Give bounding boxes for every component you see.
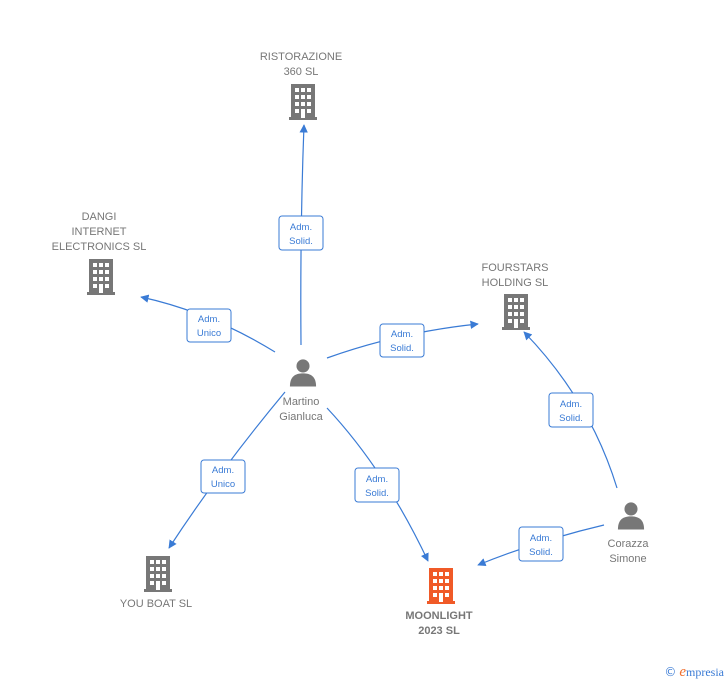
svg-text:Adm.: Adm. xyxy=(530,533,552,544)
svg-text:Adm.: Adm. xyxy=(366,474,388,485)
node-label: HOLDING SL xyxy=(482,277,549,289)
edge-label-corazza-fourstars[interactable]: Adm. Solid. xyxy=(548,392,594,428)
node-moonlight[interactable]: MOONLIGHT 2023 SL xyxy=(405,568,473,637)
building-icon xyxy=(87,259,115,295)
node-martino[interactable]: Martino Gianluca xyxy=(279,359,324,423)
person-icon xyxy=(617,502,645,530)
node-label: Simone xyxy=(609,553,646,565)
edge-label-martino-ristorazione[interactable]: Adm. Solid. xyxy=(278,215,324,251)
node-corazza[interactable]: Corazza Simone xyxy=(608,502,650,565)
node-label: MOONLIGHT xyxy=(405,610,472,622)
svg-text:Adm.: Adm. xyxy=(212,465,234,476)
edge-label-martino-fourstars[interactable]: Adm. Solid. xyxy=(379,323,425,358)
svg-text:Solid.: Solid. xyxy=(559,413,583,424)
edge-label-martino-dangi[interactable]: Adm. Unico xyxy=(186,308,232,343)
node-label: ELECTRONICS SL xyxy=(52,241,147,253)
svg-text:Adm.: Adm. xyxy=(198,314,220,325)
edge-label-martino-moonlight[interactable]: Adm. Solid. xyxy=(354,467,400,503)
node-fourstars[interactable]: FOURSTARS HOLDING SL xyxy=(481,262,549,330)
edge-label-corazza-moonlight[interactable]: Adm. Solid. xyxy=(518,526,564,562)
building-icon xyxy=(144,556,172,592)
svg-text:Adm.: Adm. xyxy=(290,222,312,233)
svg-text:Solid.: Solid. xyxy=(365,488,389,499)
node-label: Corazza xyxy=(608,538,650,550)
svg-text:Unico: Unico xyxy=(197,328,221,339)
svg-text:Adm.: Adm. xyxy=(560,399,582,410)
node-label: FOURSTARS xyxy=(481,262,548,274)
building-icon xyxy=(427,568,455,604)
node-youboat[interactable]: YOU BOAT SL xyxy=(120,556,192,610)
node-label: YOU BOAT SL xyxy=(120,598,192,610)
svg-text:Solid.: Solid. xyxy=(289,236,313,247)
node-label: 2023 SL xyxy=(418,625,460,637)
brand-initial: e xyxy=(679,664,686,680)
node-label: 360 SL xyxy=(284,66,319,78)
building-icon xyxy=(502,294,530,330)
svg-text:Solid.: Solid. xyxy=(390,343,414,354)
node-label: INTERNET xyxy=(72,226,127,238)
svg-text:Unico: Unico xyxy=(211,479,235,490)
svg-text:Adm.: Adm. xyxy=(391,329,413,340)
brand-text: mpresia xyxy=(686,665,724,679)
node-label: Martino xyxy=(283,396,320,408)
copyright-symbol: © xyxy=(664,665,677,679)
edge-label-martino-youboat[interactable]: Adm. Unico xyxy=(200,459,246,494)
node-ristorazione[interactable]: RISTORAZIONE 360 SL xyxy=(260,51,342,120)
building-icon xyxy=(289,84,317,120)
person-icon xyxy=(289,359,317,387)
node-label: RISTORAZIONE xyxy=(260,51,342,63)
node-label: DANGI xyxy=(82,211,117,223)
node-dangi[interactable]: DANGI INTERNET ELECTRONICS SL xyxy=(52,211,147,295)
edge-labels: Adm. Solid. Adm. Unico Adm. Solid. Adm. … xyxy=(186,215,594,562)
svg-text:Solid.: Solid. xyxy=(529,547,553,558)
node-label: Gianluca xyxy=(279,411,323,423)
empresia-watermark[interactable]: © empresia xyxy=(664,664,724,681)
